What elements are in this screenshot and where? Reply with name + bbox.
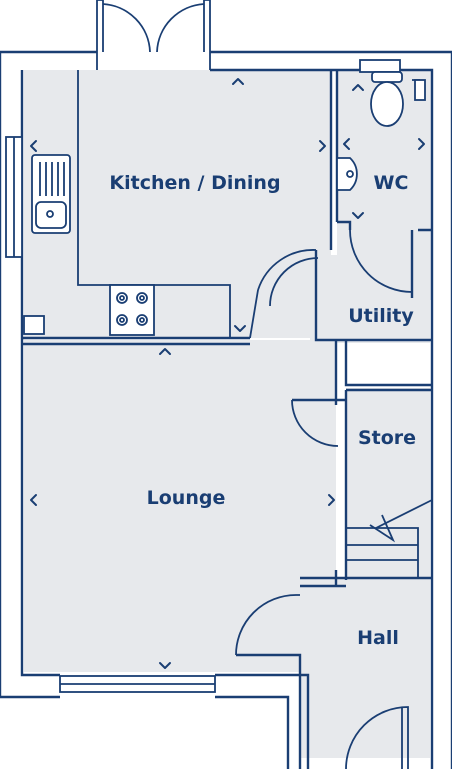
store-door: [291, 399, 339, 447]
hall-floor: [300, 578, 430, 758]
utility-walls: [314, 250, 432, 390]
arrow-right-icon: [418, 138, 425, 150]
french-doors: [96, 0, 211, 70]
room-label-utility: Utility: [348, 305, 414, 327]
internal-walls: [22, 70, 432, 769]
meter-box: [23, 315, 45, 335]
kitchen-lounge-wall: [22, 336, 250, 346]
room-label-kitchen: Kitchen / Dining: [109, 172, 280, 194]
store-floor: [346, 388, 430, 580]
doors: [235, 229, 413, 769]
basin-icon: [336, 157, 358, 191]
arrow-right-icon: [328, 494, 335, 506]
kitchen-units: [23, 70, 231, 338]
toilet-icon: [359, 59, 426, 127]
utility-floor: [310, 255, 430, 343]
hob-rings-icon: [116, 292, 148, 326]
hall-divider: [236, 576, 432, 769]
kitchen-right-wall: [329, 70, 339, 250]
arrow-up-icon: [352, 84, 364, 91]
top-wall-right: [210, 50, 452, 769]
arrow-left-icon: [343, 138, 350, 150]
kitchen-door: [249, 249, 317, 339]
kitchen-side-window: [5, 136, 23, 258]
hob: [109, 284, 155, 336]
floor-areas: [24, 70, 431, 758]
room-label-lounge: Lounge: [147, 487, 226, 509]
utility-door: [269, 257, 319, 307]
kitchen-floor: [24, 70, 331, 338]
wc-door: [349, 229, 413, 298]
room-label-store: Store: [358, 427, 416, 449]
arrow-right-icon: [319, 140, 326, 152]
lounge-hall-door: [235, 594, 300, 656]
store-walls: [292, 388, 432, 402]
left-wall: [0, 50, 97, 699]
lounge-right-wall: [334, 390, 348, 586]
lounge-bottom-wall: [215, 673, 310, 769]
outer-walls: [0, 50, 452, 769]
staircase: [346, 499, 433, 578]
arrow-down-icon: [159, 662, 171, 669]
wc-left-wall: [337, 220, 352, 230]
measurement-arrows: [30, 78, 425, 669]
arrow-left-icon: [30, 140, 37, 152]
lounge-window: [59, 675, 216, 693]
arrow-up-icon: [232, 78, 244, 85]
room-label-hall: Hall: [357, 627, 399, 649]
arrow-down-icon: [234, 325, 246, 332]
arrow-up-icon: [159, 348, 171, 355]
arrow-down-icon: [352, 212, 364, 219]
room-labels: Kitchen / Dining WC Utility Store Lounge…: [109, 172, 416, 649]
kitchen-sink-icon: [31, 154, 71, 234]
wc-fixtures: [336, 59, 426, 191]
wc-bottom-right: [410, 228, 432, 298]
room-label-wc: WC: [374, 172, 409, 194]
arrow-left-icon: [30, 494, 37, 506]
front-door: [345, 706, 409, 769]
